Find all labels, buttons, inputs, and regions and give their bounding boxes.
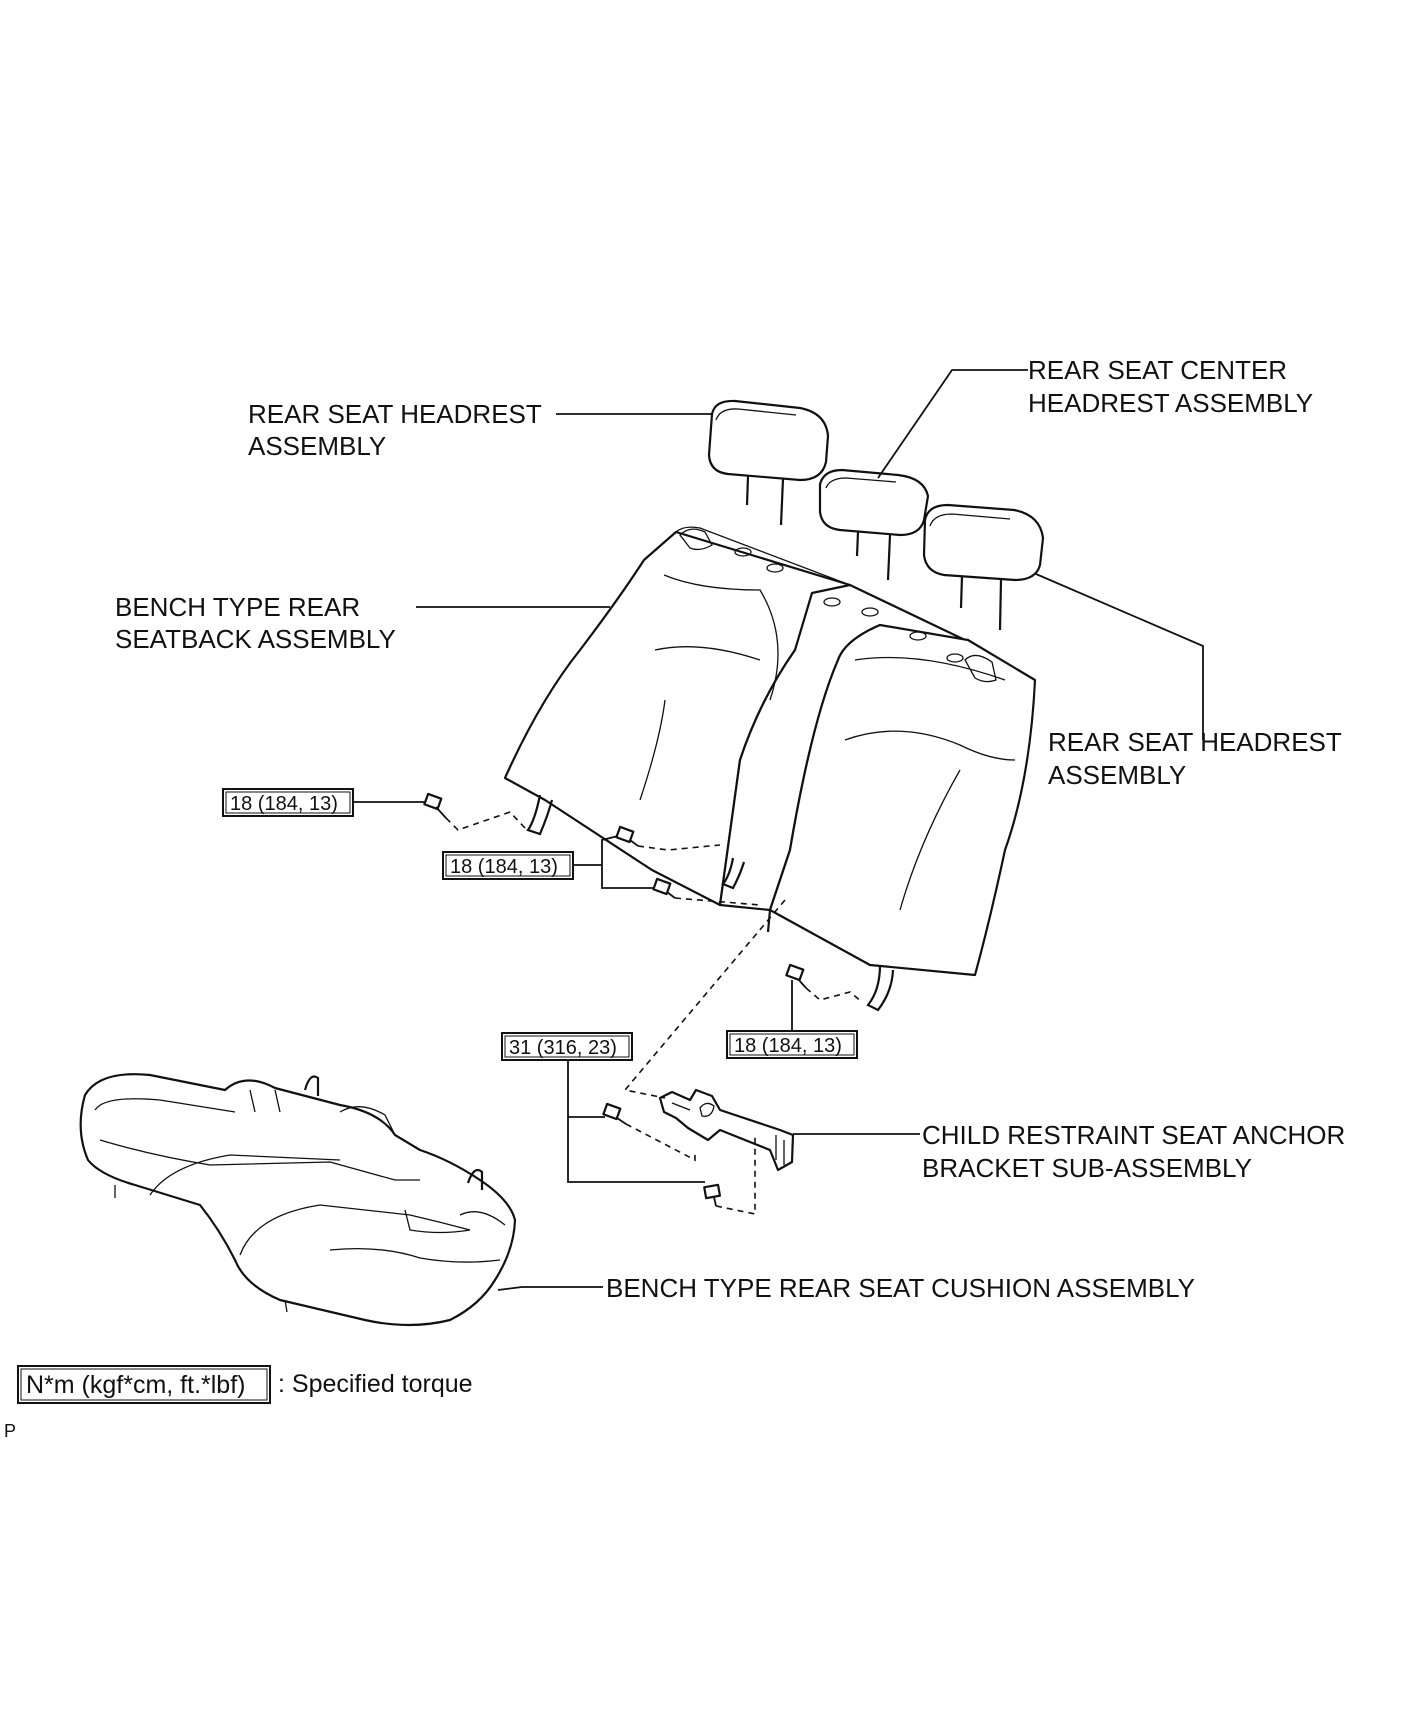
leader-headrest-right: [1035, 573, 1204, 740]
corner-mark: P: [4, 1421, 16, 1441]
bolt-seatback-right: [785, 963, 807, 989]
label-anchor-bracket-line1: CHILD RESTRAINT SEAT ANCHOR: [922, 1120, 1345, 1150]
torque-anchor-bracket: 31 (316, 23): [501, 1032, 633, 1061]
dash-bolt-left: [445, 811, 526, 831]
leader-torque-anchor: [567, 1060, 705, 1183]
torque-seatback-right: 18 (184, 13): [726, 1030, 858, 1059]
dash-bolt-right: [805, 987, 863, 1003]
svg-text:18 (184, 13): 18 (184, 13): [734, 1035, 842, 1057]
svg-text:31 (316, 23): 31 (316, 23): [509, 1037, 617, 1059]
svg-text:18 (184, 13): 18 (184, 13): [230, 793, 338, 815]
bolt-anchor-2: [703, 1183, 722, 1207]
torque-seatback-center: 18 (184, 13): [442, 851, 574, 880]
seatback: [503, 526, 1037, 1012]
label-headrest-left-line2: ASSEMBLY: [248, 431, 386, 461]
headrest-right: [922, 503, 1045, 631]
label-seatback-line1: BENCH TYPE REAR: [115, 592, 360, 622]
label-center-headrest-line2: HEADREST ASSEMBLY: [1028, 388, 1313, 418]
label-headrest-left-line1: REAR SEAT HEADREST: [248, 399, 542, 429]
legend-units: N*m (kgf*cm, ft.*lbf): [26, 1371, 245, 1399]
dash-anchor-bolt-1: [625, 1123, 696, 1162]
label-center-headrest-line1: REAR SEAT CENTER: [1028, 355, 1287, 385]
torque-seatback-left: 18 (184, 13): [222, 788, 354, 817]
bolt-anchor-1: [602, 1102, 627, 1125]
leader-cushion: [497, 1286, 603, 1291]
dash-seatback-to-anchor: [623, 899, 786, 1099]
bolt-seatback-center-2: [652, 877, 676, 899]
bolt-seatback-center-1: [615, 825, 639, 847]
svg-text:18 (184, 13): 18 (184, 13): [450, 856, 558, 878]
leader-center-headrest: [877, 369, 1028, 479]
dash-anchor-bolt-2: [715, 1135, 756, 1215]
bolt-seatback-left: [423, 792, 447, 819]
label-cushion: BENCH TYPE REAR SEAT CUSHION ASSEMBLY: [606, 1273, 1195, 1303]
legend-text: : Specified torque: [278, 1370, 473, 1398]
label-headrest-right-line2: ASSEMBLY: [1048, 760, 1186, 790]
headrest-center: [818, 468, 930, 581]
leader-torque-center: [570, 835, 655, 889]
label-seatback-line2: SEATBACK ASSEMBLY: [115, 624, 396, 654]
dash-bolt-center-2: [674, 897, 761, 906]
cushion: [79, 1073, 517, 1327]
headrest-left: [707, 399, 830, 526]
label-headrest-right-line1: REAR SEAT HEADREST: [1048, 727, 1342, 757]
anchor-bracket: [658, 1088, 795, 1172]
torque-legend: N*m (kgf*cm, ft.*lbf) : Specified torque: [17, 1365, 473, 1404]
label-anchor-bracket-line2: BRACKET SUB-ASSEMBLY: [922, 1153, 1252, 1183]
